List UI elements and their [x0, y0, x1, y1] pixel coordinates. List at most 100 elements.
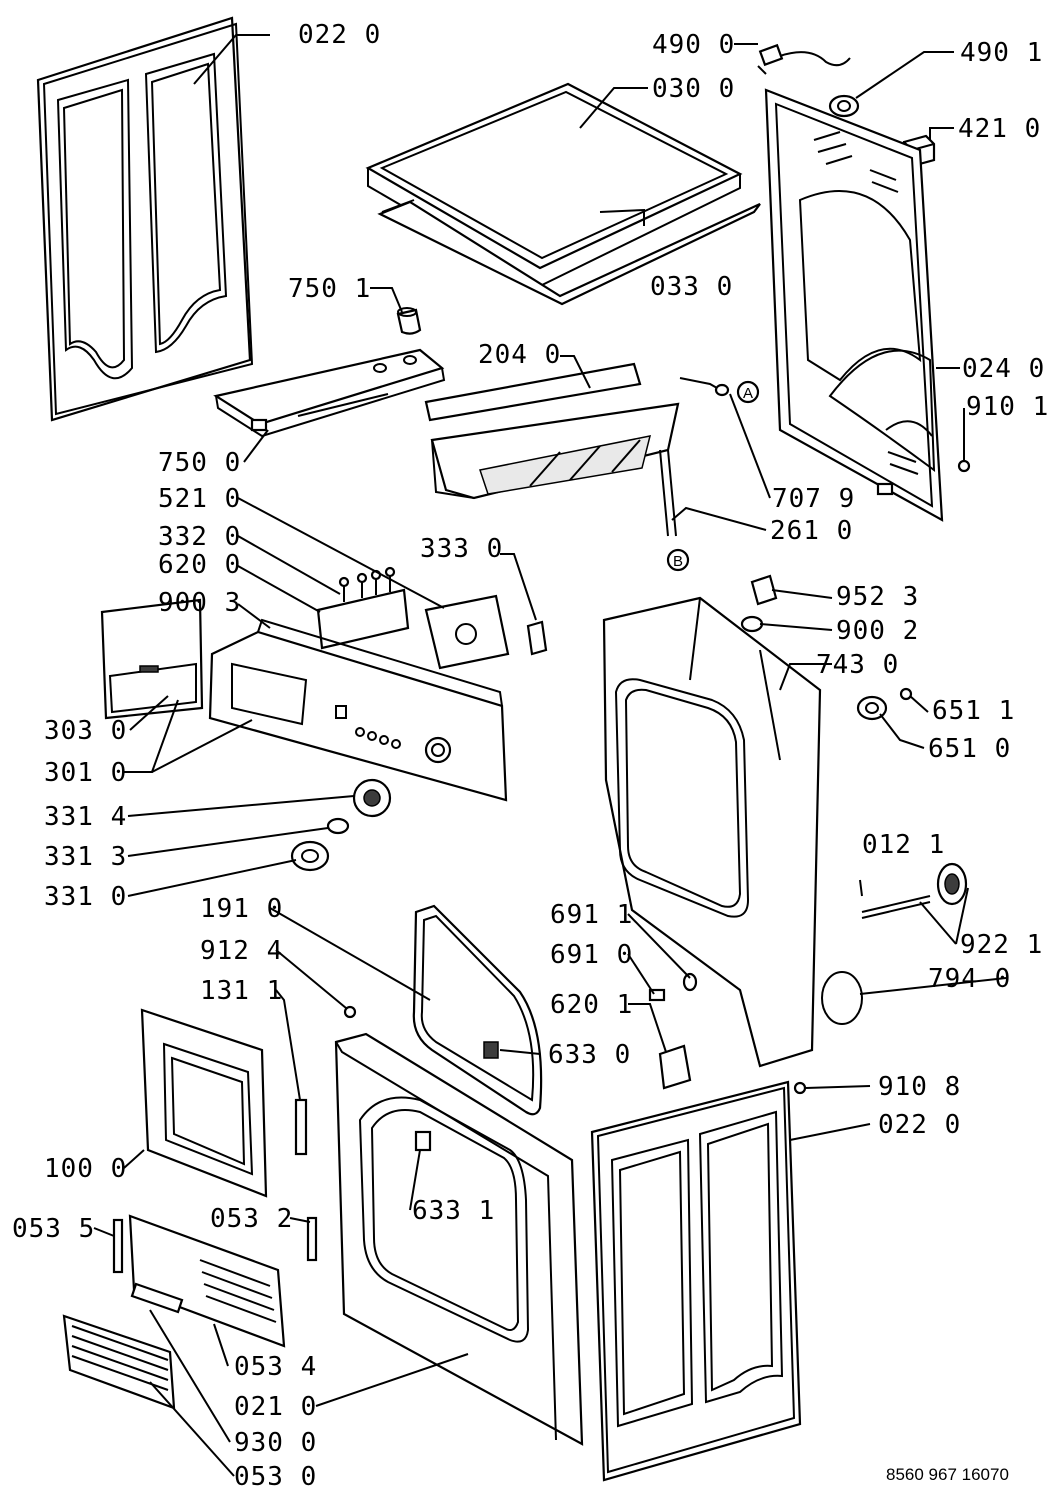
rod-part [659, 449, 677, 537]
top-cover-part [365, 82, 743, 288]
part-label: 030 0 [652, 74, 735, 104]
document-number: 8560 967 16070 [886, 1465, 1009, 1484]
part-label: 651 0 [928, 734, 1011, 764]
knob-dial-part [352, 778, 392, 818]
part-label: 100 0 [44, 1154, 127, 1184]
part-label: 204 0 [478, 340, 561, 370]
part-label: 331 4 [44, 802, 127, 832]
part-label: 033 0 [650, 272, 733, 302]
part-label: 620 1 [550, 990, 633, 1020]
power-cord-part [757, 43, 851, 75]
part-label: 024 0 [962, 354, 1045, 384]
rear-panel-part [764, 88, 944, 522]
part-label: 301 0 [44, 758, 127, 788]
part-label: 303 0 [44, 716, 127, 746]
part-label: 490 1 [960, 38, 1043, 68]
part-label: 651 1 [932, 696, 1015, 726]
drawer-rail-part [213, 348, 446, 438]
part-label: 521 0 [158, 484, 241, 514]
clip-053-2-part [306, 1216, 318, 1262]
cord-clamp-part [828, 94, 860, 118]
part-label: 912 4 [200, 936, 283, 966]
tube-part [679, 377, 730, 397]
tube-930-0-part [130, 1282, 184, 1314]
callout-mark-b: B [673, 553, 683, 570]
part-label: 743 0 [816, 650, 899, 680]
part-label: 490 0 [652, 30, 735, 60]
plug-691-0-part [648, 988, 666, 1002]
side-panel-left-part [36, 16, 254, 422]
control-board-part [316, 566, 410, 650]
screw-651-1-part [899, 687, 913, 701]
ring-691-1-part [682, 972, 698, 992]
part-label: 620 0 [158, 550, 241, 580]
switch-620-1-part [658, 1044, 692, 1090]
knob-part [290, 840, 330, 872]
leader-lines [93, 34, 1007, 1477]
hinge-633-0-part [483, 1041, 499, 1059]
part-label: 910 1 [966, 392, 1049, 422]
part-label: 930 0 [234, 1428, 317, 1458]
front-frame-part [140, 1008, 268, 1198]
callout-mark-a: A [743, 385, 753, 402]
part-label: 191 0 [200, 894, 283, 924]
hinge-633-1-part [414, 1130, 432, 1152]
callout-marks [666, 380, 760, 572]
part-label: 331 3 [44, 842, 127, 872]
top-plate-part [377, 199, 761, 306]
part-label: 332 0 [158, 522, 241, 552]
screw-912-4-part [343, 1005, 357, 1019]
screw-910-8-part [793, 1081, 807, 1095]
part-label: 691 1 [550, 900, 633, 930]
latch-part [294, 1098, 308, 1156]
lower-grill-part [62, 1314, 176, 1410]
screw-910-1-part [957, 459, 971, 473]
duct-part [424, 362, 680, 500]
part-label: 021 0 [234, 1392, 317, 1422]
side-panel-right-part [590, 1080, 802, 1482]
part-label: 633 1 [412, 1196, 495, 1226]
part-label: 750 0 [158, 448, 241, 478]
part-label: 053 4 [234, 1352, 317, 1382]
part-label: 331 0 [44, 882, 127, 912]
belt-ring-part [821, 971, 863, 1025]
part-label: 131 1 [200, 976, 283, 1006]
part-label: 900 2 [836, 616, 919, 646]
front-panel-part [334, 1032, 584, 1446]
part-label: 900 3 [158, 588, 241, 618]
part-label: 922 1 [960, 930, 1043, 960]
detergent-drawer-part [100, 598, 204, 720]
part-label: 053 2 [210, 1204, 293, 1234]
control-panel-part [208, 618, 508, 802]
knob-shaft-part [326, 817, 350, 835]
part-label: 633 0 [548, 1040, 631, 1070]
bushing-part [856, 695, 888, 721]
part-label: 261 0 [770, 516, 853, 546]
part-label: 333 0 [420, 534, 503, 564]
part-label: 707 9 [772, 484, 855, 514]
electronic-module-part [424, 594, 510, 670]
fitting-952-3-part [750, 574, 778, 606]
door-window-part [412, 904, 543, 1116]
part-label: 022 0 [878, 1110, 961, 1140]
filter-panel-part [128, 1214, 286, 1348]
part-label: 910 8 [878, 1072, 961, 1102]
part-label: 952 3 [836, 582, 919, 612]
part-label: 750 1 [288, 274, 371, 304]
part-label: 012 1 [862, 830, 945, 860]
part-label: 691 0 [550, 940, 633, 970]
part-label: 022 0 [298, 20, 381, 50]
part-label: 794 0 [928, 964, 1011, 994]
part-label: 053 0 [234, 1462, 317, 1492]
pulley-part [861, 862, 968, 919]
part-label: 053 5 [12, 1214, 95, 1244]
fitting-900-2-part [740, 615, 764, 633]
small-cap-part [396, 307, 422, 335]
clip-part [526, 620, 548, 656]
part-label: 421 0 [958, 114, 1041, 144]
part-labels: 022 0 490 0 490 1 030 0 421 0 033 0 750 … [12, 20, 1049, 1492]
drum-housing-part [602, 596, 822, 1068]
rod-053-5-part [112, 1218, 124, 1274]
